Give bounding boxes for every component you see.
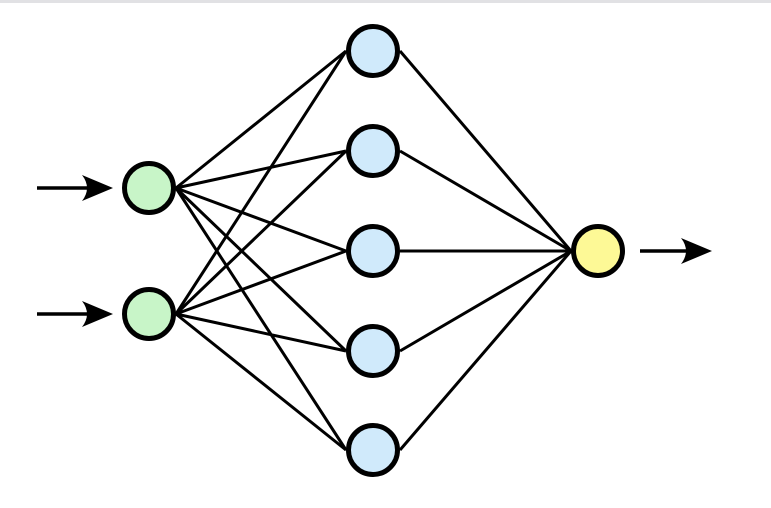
edge-hidden-node-4-to-output-node-1 [399, 249, 572, 353]
output-node-1 [571, 224, 625, 278]
arrows-group [37, 175, 712, 327]
edge-input-node-1-to-hidden-node-1 [175, 49, 347, 190]
input-arrow-1-head-icon [82, 175, 113, 201]
edge-input-node-2-to-hidden-node-3 [175, 249, 347, 316]
hidden-node-1 [346, 24, 400, 78]
edge-input-node-1-to-hidden-node-5 [174, 187, 348, 451]
edge-input-node-1-to-hidden-node-2 [175, 149, 347, 190]
window-top-border [0, 0, 771, 3]
edge-input-node-2-to-hidden-node-5 [175, 312, 347, 452]
input-arrow-1 [37, 175, 113, 201]
hidden-node-2 [346, 124, 400, 178]
hidden-node-3 [346, 224, 400, 278]
edge-input-node-2-to-hidden-node-2 [174, 149, 348, 316]
edges-group [174, 49, 573, 452]
edge-hidden-node-1-to-output-node-1 [398, 50, 573, 252]
input-arrow-2-head-icon [82, 301, 113, 327]
edge-input-node-1-to-hidden-node-4 [174, 186, 348, 353]
edge-hidden-node-2-to-output-node-1 [399, 149, 572, 253]
edge-input-node-2-to-hidden-node-4 [175, 312, 347, 353]
edge-hidden-node-5-to-output-node-1 [398, 250, 573, 451]
hidden-node-4 [346, 324, 400, 378]
input-node-1 [122, 161, 176, 215]
edge-input-node-2-to-hidden-node-1 [174, 50, 348, 315]
input-node-2 [122, 287, 176, 341]
edge-input-node-1-to-hidden-node-3 [175, 186, 347, 253]
hidden-node-5 [346, 423, 400, 477]
input-arrow-2 [37, 301, 113, 327]
output-arrow [640, 238, 712, 264]
nodes-group [122, 24, 625, 477]
output-arrow-head-icon [681, 238, 712, 264]
